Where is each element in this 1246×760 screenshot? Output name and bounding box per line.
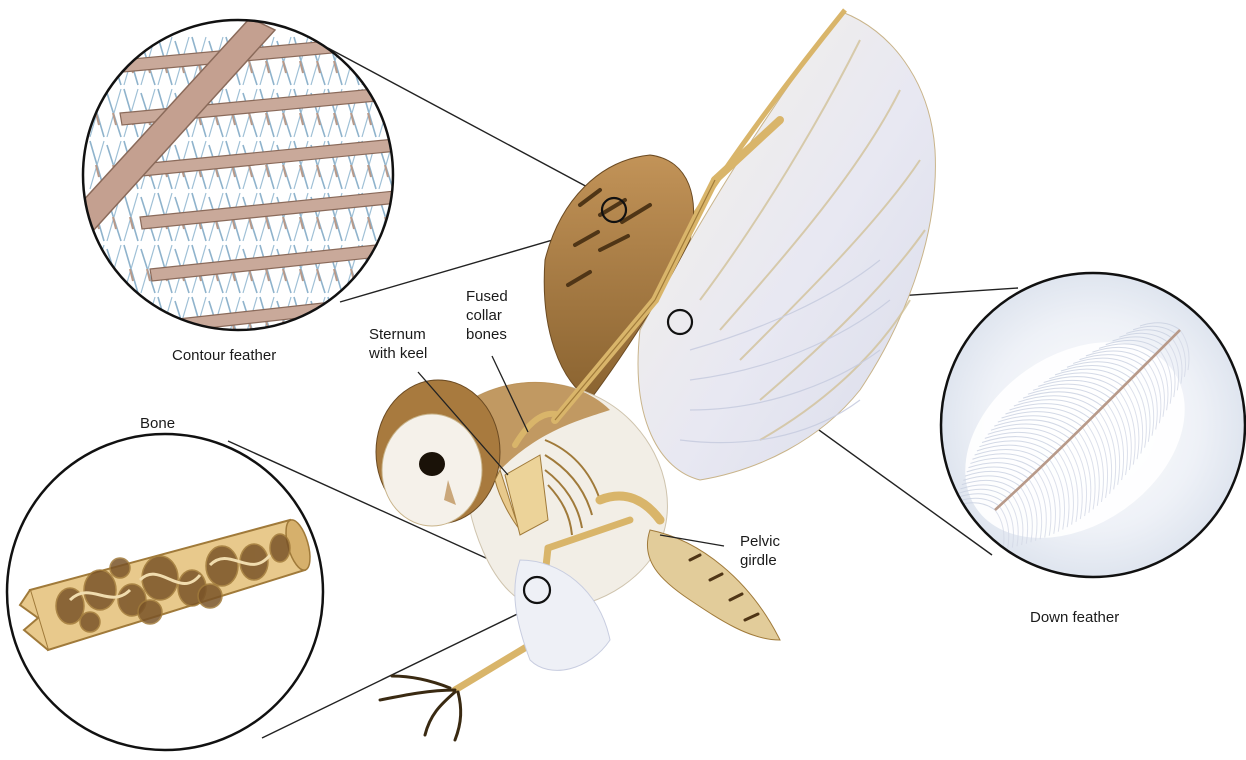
down-feather-label: Down feather <box>1030 608 1119 627</box>
sternum-label: Sternum with keel <box>369 325 427 363</box>
down-feather-inset <box>928 273 1245 578</box>
bone-inset <box>7 434 323 750</box>
collar-bones-label: Fused collar bones <box>466 287 508 344</box>
talons <box>380 676 461 740</box>
contour-feather-inset <box>70 18 400 345</box>
bone-label: Bone <box>140 414 175 433</box>
owl-eye <box>419 452 445 476</box>
contour-feather-label: Contour feather <box>172 346 276 365</box>
barn-owl-illustration <box>376 10 935 740</box>
pelvic-girdle-label: Pelvic girdle <box>740 532 780 570</box>
